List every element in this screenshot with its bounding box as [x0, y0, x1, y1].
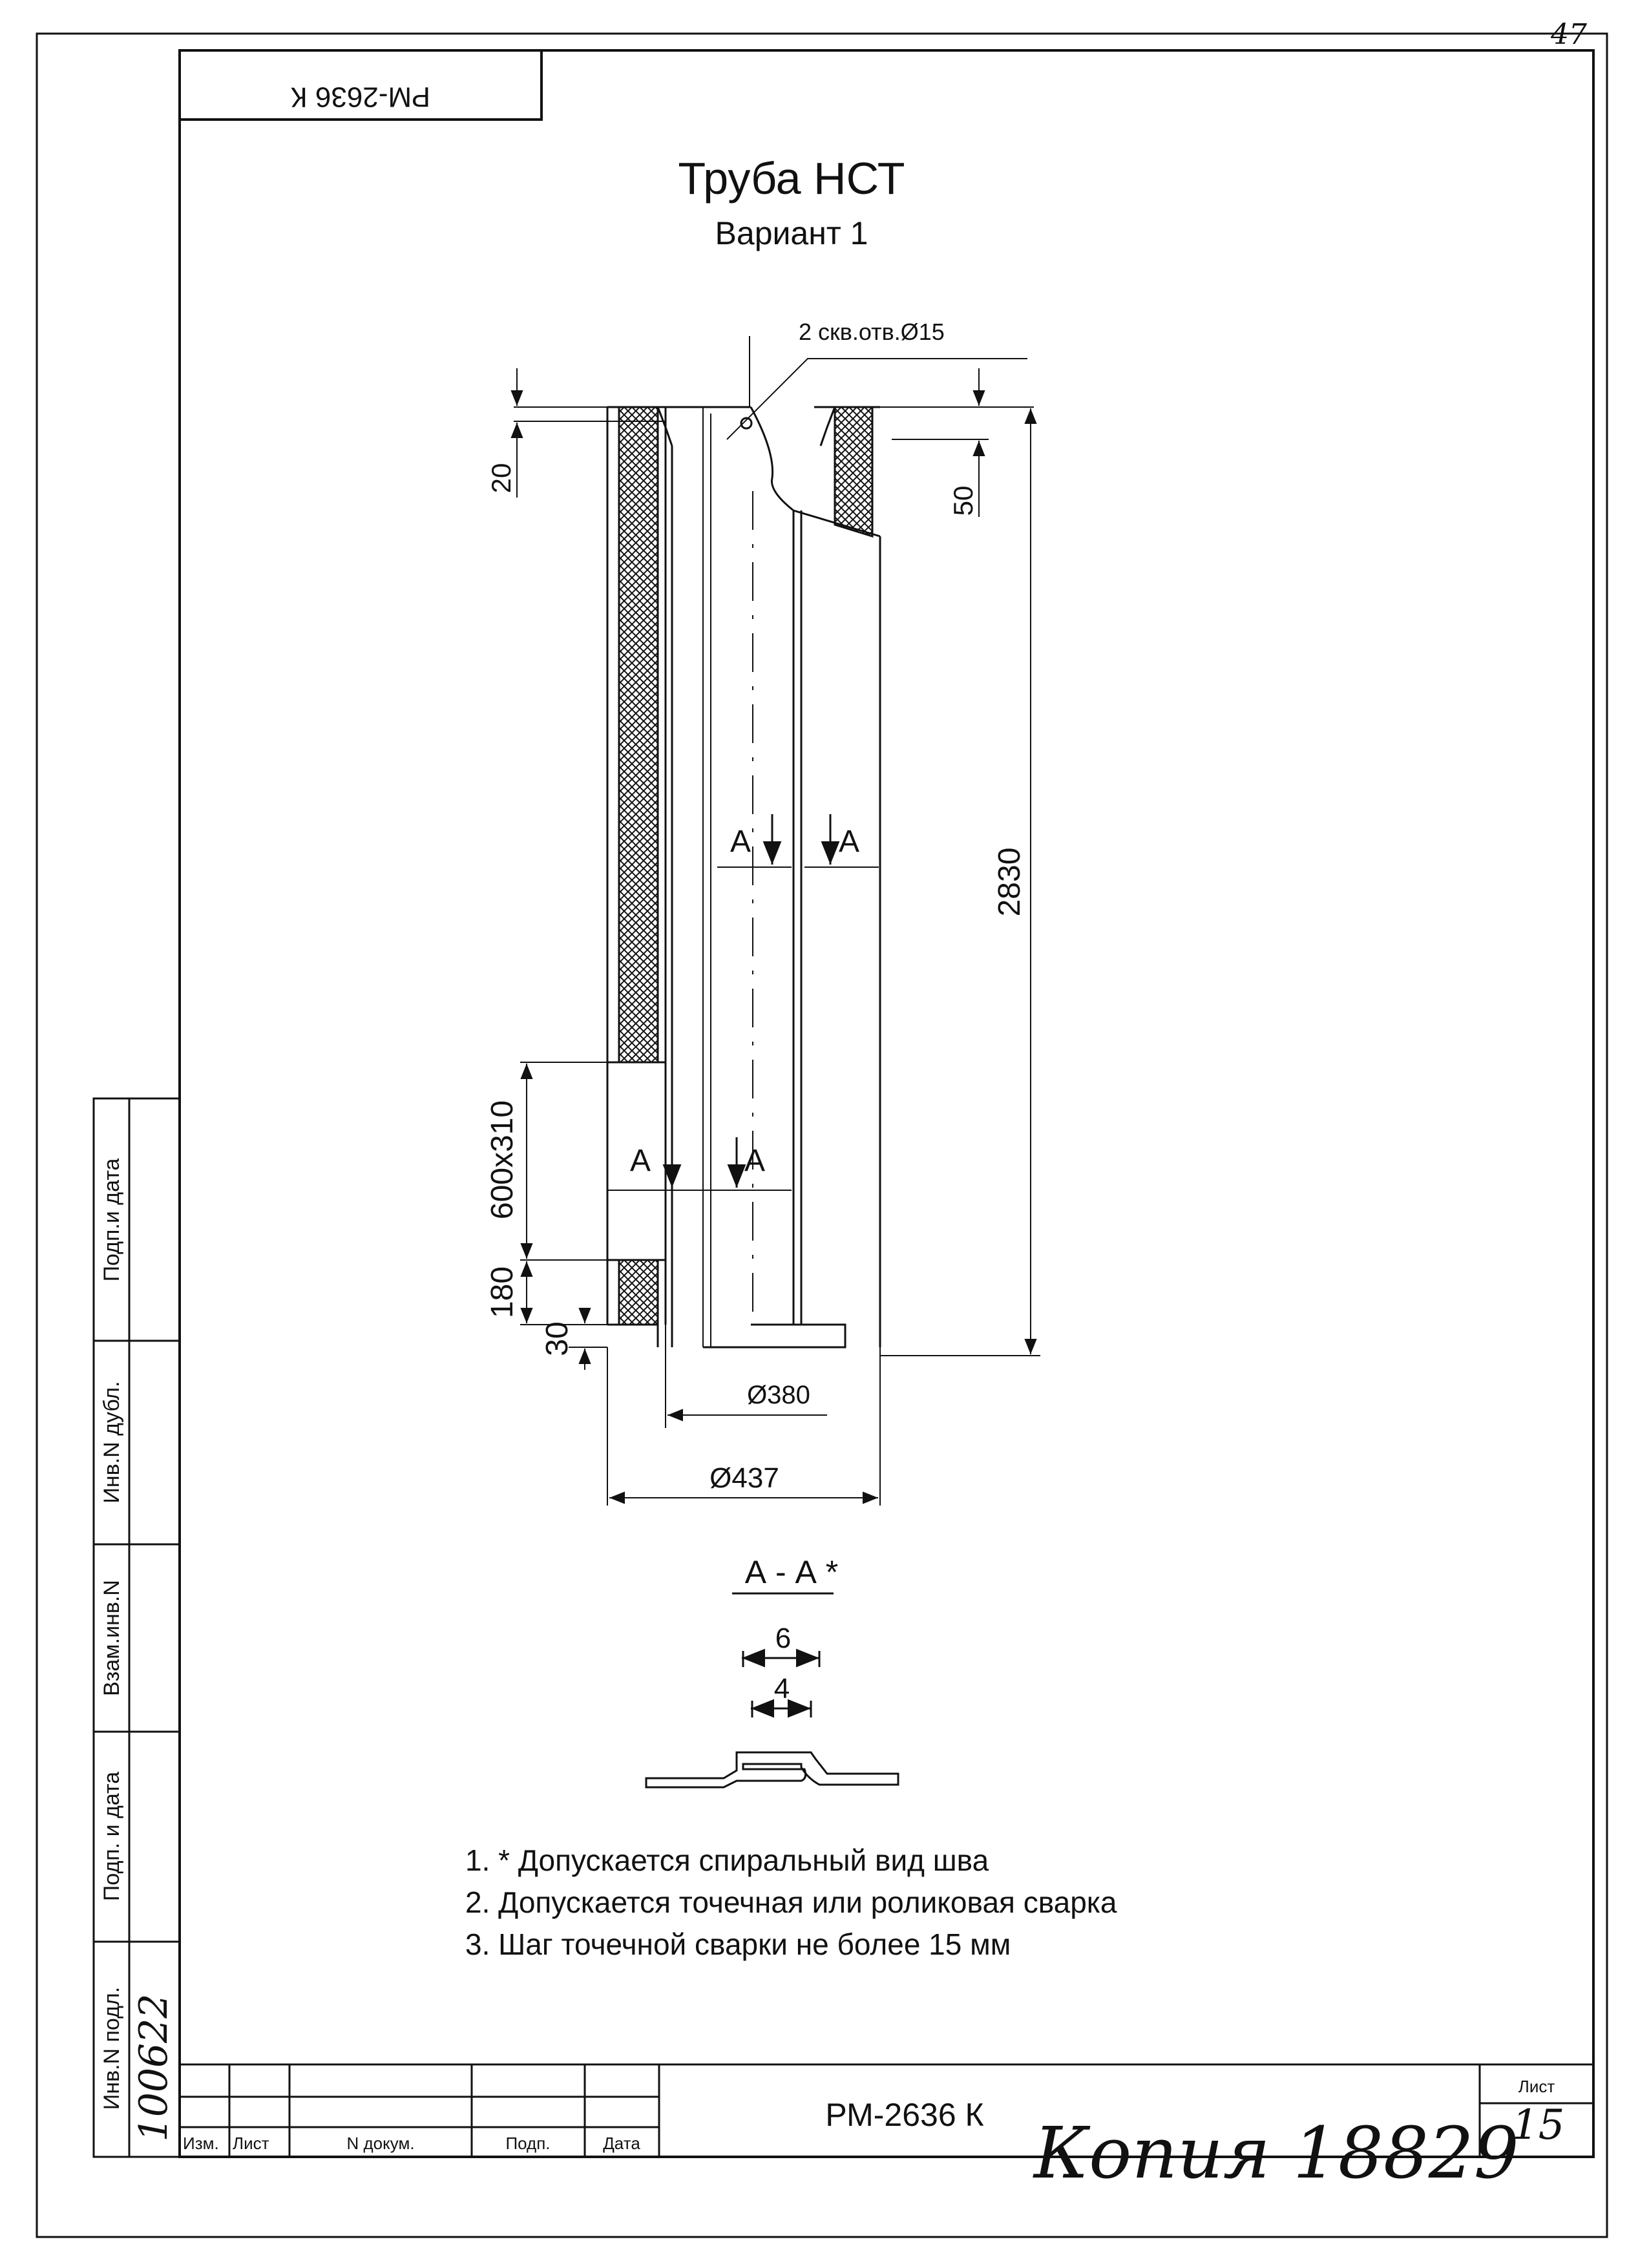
side-stamp-label: Инв.N дубл. — [100, 1381, 124, 1503]
dim-opening: 600х310 — [485, 1100, 520, 1219]
note-item: 2. Допускается точечная или роликовая св… — [465, 1885, 1117, 1919]
dim-top-left: 20 — [486, 463, 516, 494]
title-block — [180, 2063, 1593, 2157]
copy-note-handwritten: Копия 18829 — [1033, 2112, 1519, 2194]
title-block-col: Подп. — [505, 2134, 550, 2153]
header-stamp: РМ-2636 К — [291, 81, 430, 112]
title-block-col: N докум. — [346, 2134, 414, 2153]
page-title: Труба НСТ — [678, 153, 905, 204]
dimensions — [510, 368, 1040, 1506]
page-subtitle: Вариант 1 — [715, 215, 868, 251]
insulation-right — [834, 406, 874, 538]
note-item: 1. * Допускается спиральный вид шва — [465, 1843, 989, 1877]
hole-leader — [726, 336, 1027, 440]
doc-code: РМ-2636 К — [825, 2097, 983, 2133]
sheet-number: 15 — [1512, 2101, 1564, 2149]
side-stamp-label: Подп. и дата — [100, 1772, 124, 1901]
insulation-left-bottom — [618, 1259, 659, 1326]
dim-inner-diameter: Ø380 — [747, 1381, 810, 1409]
inv-number-handwritten: 100622 — [131, 1993, 176, 2141]
note-item: 3. Шаг точечной сварки не более 15 мм — [465, 1927, 1011, 1961]
sheet-label: Лист — [1518, 2077, 1555, 2096]
header-stamp-box — [178, 49, 543, 121]
inner-frame — [178, 49, 1595, 2158]
section-title: А - А * — [745, 1554, 838, 1590]
dim-bottom: 30 — [540, 1321, 574, 1356]
title-block-col: Лист — [233, 2134, 269, 2153]
title-block-col: Изм. — [183, 2134, 219, 2153]
dim-lower-gap: 180 — [485, 1266, 520, 1318]
side-stamp-label: Подп.и дата — [100, 1158, 124, 1281]
insulation-left — [618, 406, 659, 1064]
dim-length: 2830 — [993, 848, 1027, 917]
side-stamp — [92, 1097, 181, 2158]
section-letter: А — [730, 824, 751, 859]
page-number: 47 — [1550, 18, 1587, 51]
side-stamp-label: Взам.инв.N — [100, 1580, 124, 1696]
title-block-col: Дата — [603, 2134, 640, 2153]
section-letter: А — [744, 1144, 765, 1178]
pipe-drawing — [606, 406, 881, 1349]
section-letter: А — [630, 1144, 651, 1178]
seam-dim-outer: 6 — [775, 1622, 791, 1654]
dim-outer-diameter: Ø437 — [709, 1462, 779, 1494]
dim-top-right: 50 — [948, 486, 978, 516]
seam-dim-inner: 4 — [774, 1673, 790, 1705]
section-letter: А — [839, 824, 859, 859]
section-marks — [662, 814, 840, 1188]
side-stamp-label: Инв.N подл. — [100, 1987, 124, 2110]
seam-section — [645, 1648, 899, 1789]
hole-callout: 2 скв.отв.Ø15 — [799, 319, 945, 345]
outer-border — [36, 32, 1608, 2238]
